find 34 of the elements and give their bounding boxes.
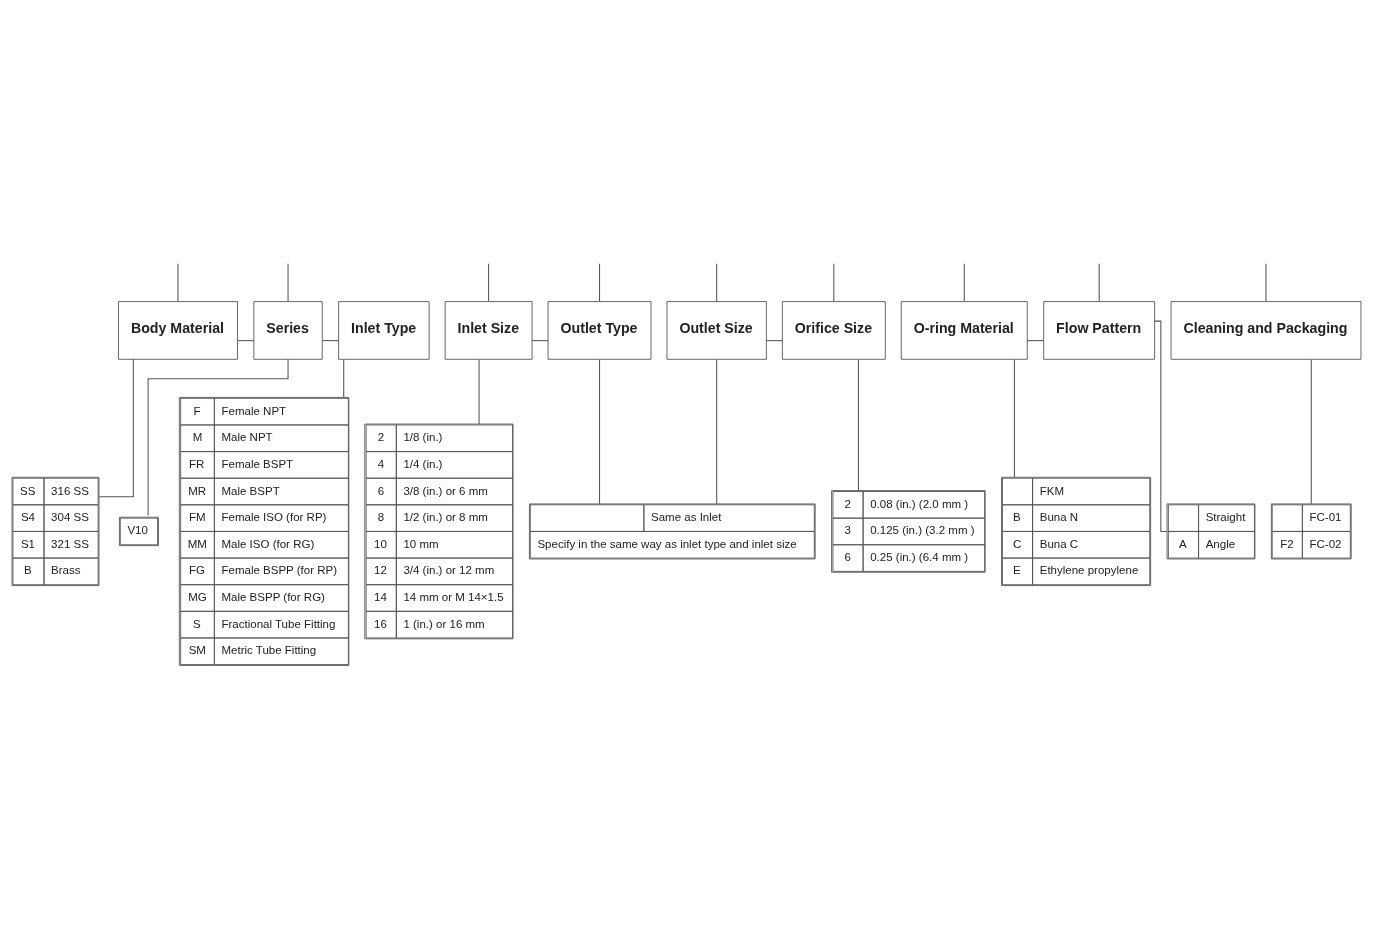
- connector: [599, 262, 601, 302]
- node-box: O-ring Material: [900, 300, 1028, 360]
- connector: [237, 339, 255, 341]
- node-box: Orifice Size: [781, 300, 886, 360]
- connector: [478, 358, 480, 424]
- node-box: Cleaning and Packaging: [1170, 300, 1362, 360]
- connector: [963, 262, 965, 302]
- connector: [1026, 339, 1044, 341]
- connector: [833, 262, 835, 302]
- connector: [343, 358, 345, 398]
- connector: [599, 358, 601, 504]
- node-box: Series: [253, 300, 323, 360]
- node-box: Flow Pattern: [1043, 300, 1156, 360]
- connector: [766, 339, 783, 341]
- connector: [1154, 320, 1168, 532]
- connector: [716, 358, 718, 504]
- connector: [98, 358, 134, 497]
- node-box: Inlet Type: [338, 300, 430, 360]
- connector: [1013, 358, 1015, 478]
- connector: [287, 262, 289, 302]
- connector: [147, 358, 289, 516]
- node-box: Outlet Size: [666, 300, 767, 360]
- connector: [857, 358, 859, 491]
- connector: [1310, 358, 1312, 504]
- connector: [1265, 262, 1267, 302]
- connector: [488, 262, 490, 302]
- connector: [177, 262, 179, 302]
- connector: [531, 339, 549, 341]
- node-box: Body Material: [118, 300, 238, 360]
- node-box: Inlet Size: [444, 300, 533, 360]
- connector: [1098, 262, 1100, 302]
- connector: [321, 339, 340, 341]
- connector: [716, 262, 718, 302]
- node-box: Outlet Type: [547, 300, 652, 360]
